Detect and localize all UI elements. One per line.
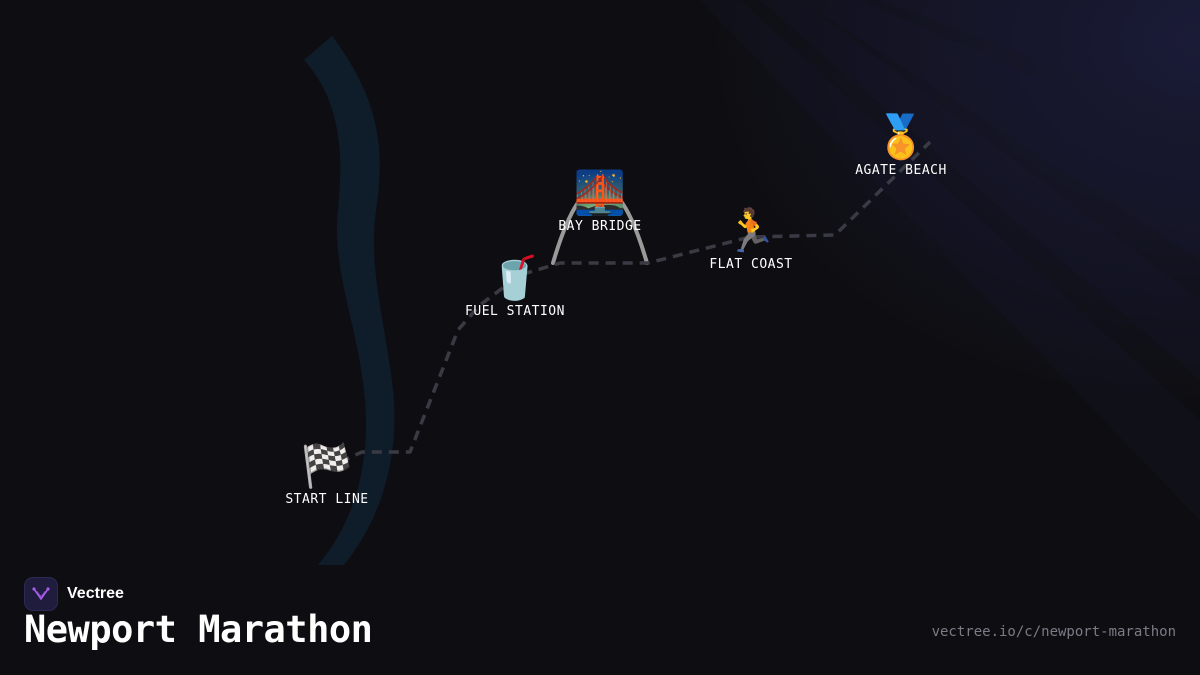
waypoint-label: START LINE xyxy=(285,492,369,507)
waypoint-label: FUEL STATION xyxy=(465,304,565,319)
brand-name: Vectree xyxy=(67,585,124,602)
runner-icon: 🏃 xyxy=(724,206,778,255)
waypoint-fuel-station: 🥤 FUEL STATION xyxy=(465,253,565,320)
waypoint-flat-coast: 🏃 FLAT COAST xyxy=(709,206,793,273)
race-route-path xyxy=(339,140,932,464)
medal-icon: 🏅 xyxy=(874,112,928,161)
checkered-flag-icon: 🏁 xyxy=(300,441,354,490)
bridge-arch xyxy=(551,185,649,265)
bridge-at-night-icon: 🌉 xyxy=(573,168,627,217)
waypoint-label: FLAT COAST xyxy=(709,257,793,272)
waypoint-bay-bridge: 🌉 BAY BRIDGE xyxy=(558,168,642,235)
waypoint-label: AGATE BEACH xyxy=(855,163,947,178)
vectree-logo-icon xyxy=(24,577,58,611)
waypoint-label: BAY BRIDGE xyxy=(558,219,642,234)
waypoint-start-line: 🏁 START LINE xyxy=(285,441,369,508)
waypoint-agate-beach: 🏅 AGATE BEACH xyxy=(855,112,947,179)
brand: Vectree xyxy=(24,577,124,611)
river-shape xyxy=(304,36,395,565)
page-url-link[interactable]: vectree.io/c/newport-marathon xyxy=(931,624,1176,640)
page-title: Newport Marathon xyxy=(24,608,373,651)
drink-cup-icon: 🥤 xyxy=(488,253,542,302)
